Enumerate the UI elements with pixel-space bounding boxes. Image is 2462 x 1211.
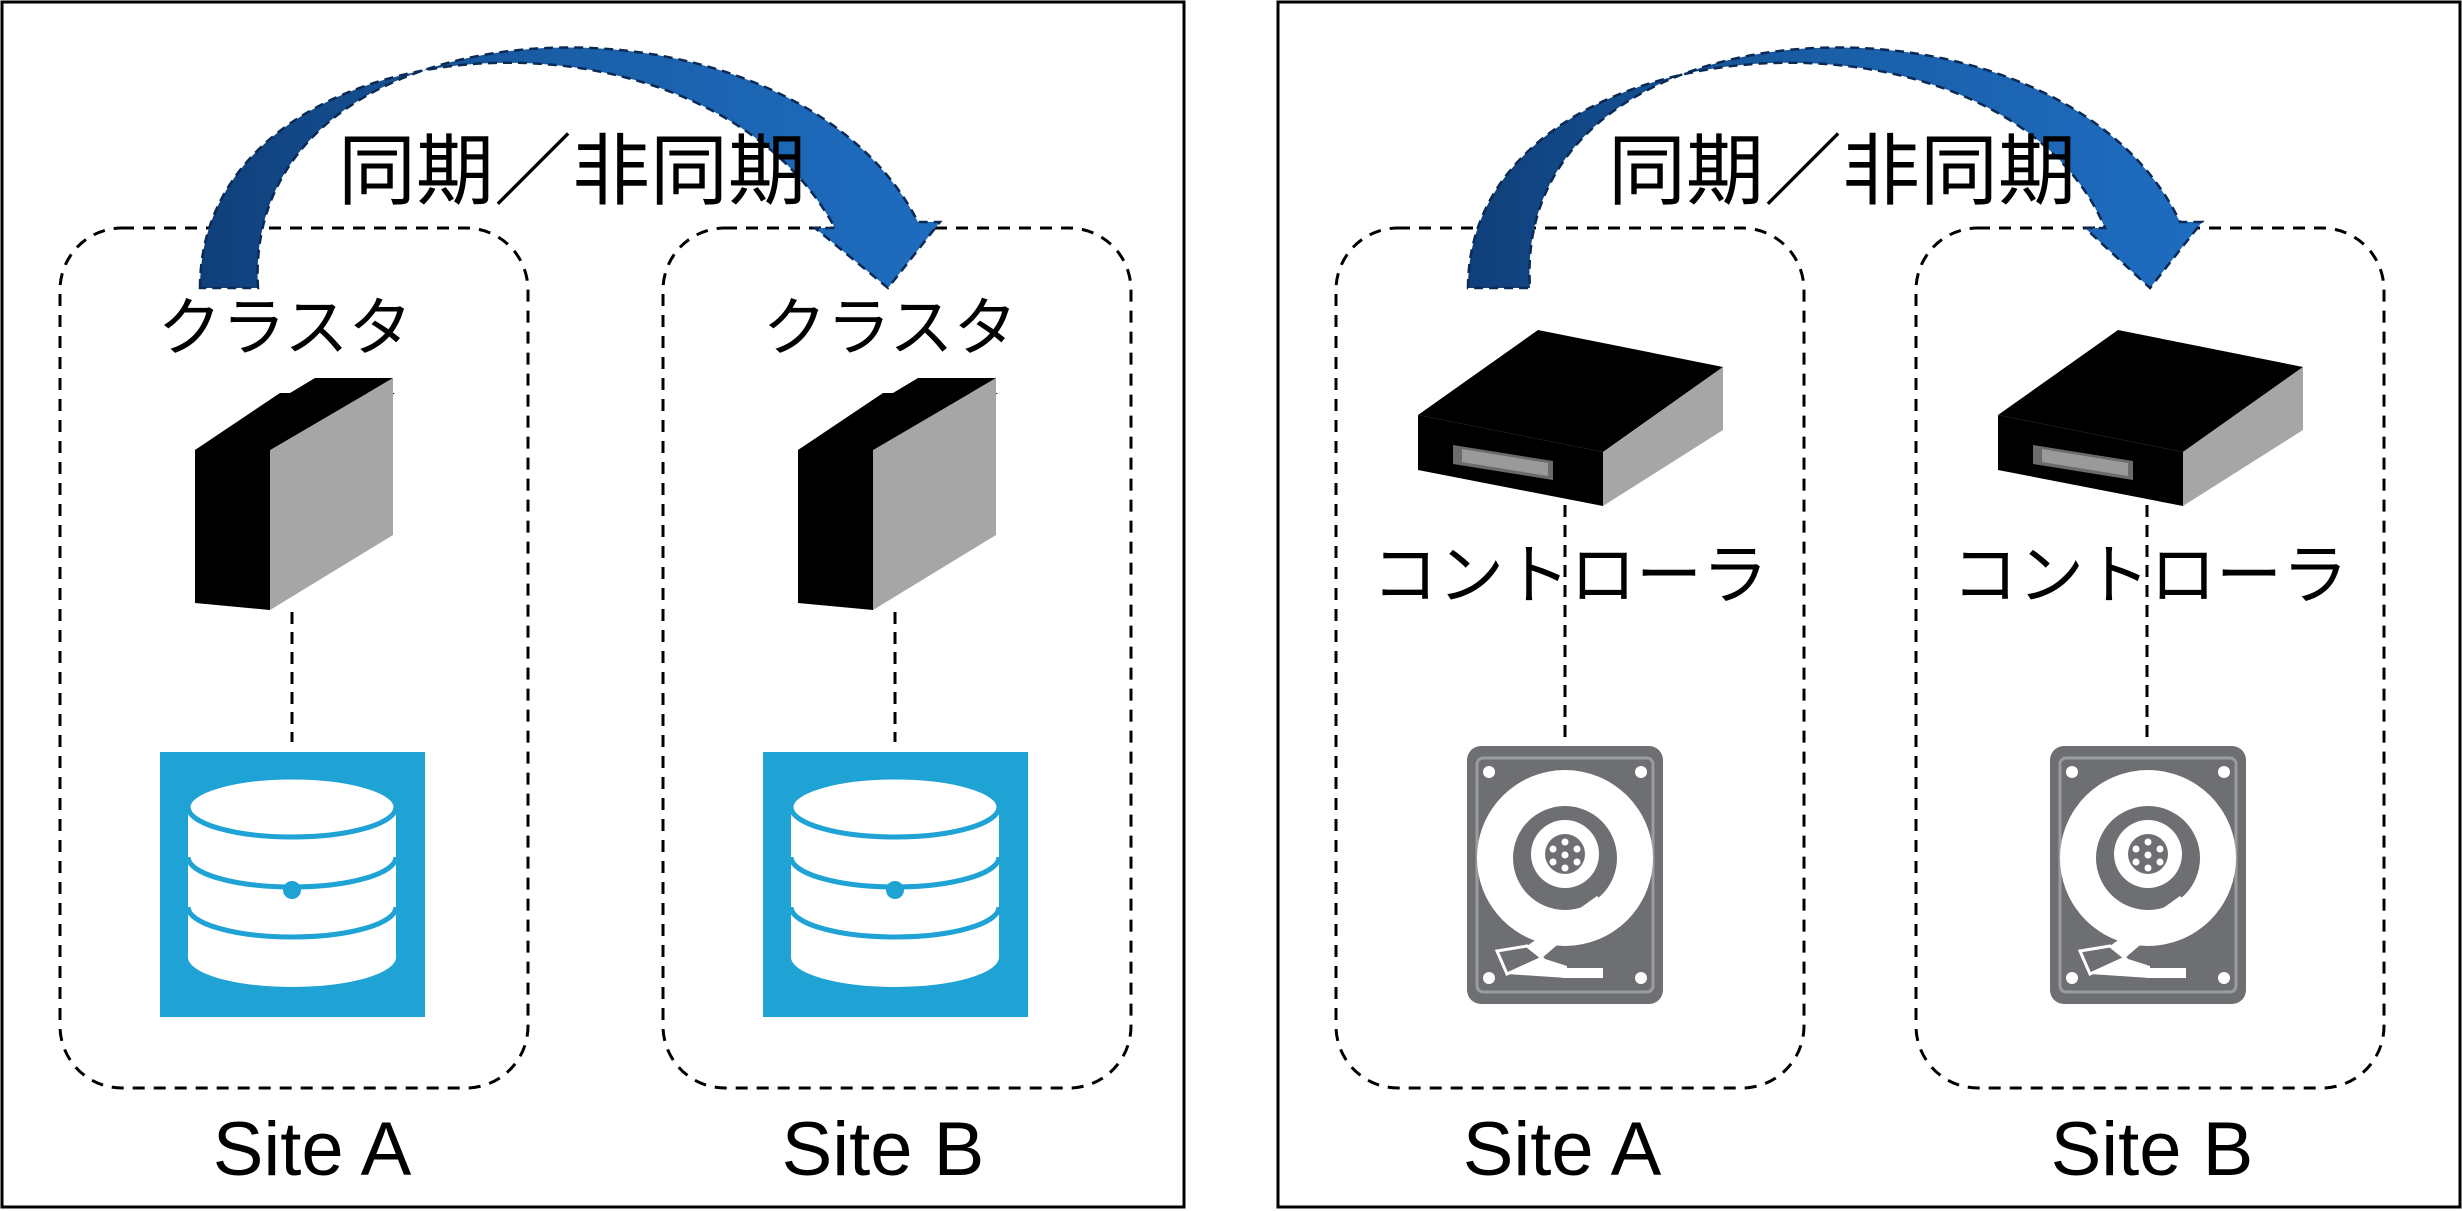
database-icon (763, 752, 1028, 1017)
right-site-a-name: Site A (1463, 1107, 1662, 1192)
right-panel-frame (1276, 0, 2462, 1209)
right-site-a-node-label: コントローラ (1372, 537, 1768, 614)
left-site-a-boundary (58, 226, 530, 1090)
left-site-b-name: Site B (782, 1107, 985, 1192)
right-site-b: コントローラ Site B (1914, 226, 2386, 1192)
replication-arrow (1466, 46, 2205, 290)
right-site-a: コントローラ Site A (1334, 226, 1806, 1192)
left-site-a-name: Site A (213, 1107, 412, 1192)
sync-label: 同期／非同期 (338, 127, 806, 217)
hard-drive-icon (2048, 744, 2248, 1006)
left-panel: クラスタ Site A クラスタ Site B 同期／非同期 (0, 0, 1186, 1209)
replication-arrow (198, 46, 943, 290)
right-panel: コントローラ Site A コントローラ Site B 同期／非同期 (1276, 0, 2462, 1209)
database-icon (160, 752, 425, 1017)
hard-drive-icon (1465, 744, 1665, 1006)
right-site-b-name: Site B (2051, 1107, 2254, 1192)
right-site-a-boundary (1334, 226, 1806, 1090)
left-site-b: クラスタ Site B (661, 226, 1133, 1192)
right-site-b-node-label: コントローラ (1952, 537, 2348, 614)
left-site-b-node-label: クラスタ (763, 292, 1018, 366)
left-site-a: クラスタ Site A (58, 226, 530, 1192)
sync-label: 同期／非同期 (1608, 127, 2076, 217)
left-site-a-node-label: クラスタ (158, 292, 413, 366)
